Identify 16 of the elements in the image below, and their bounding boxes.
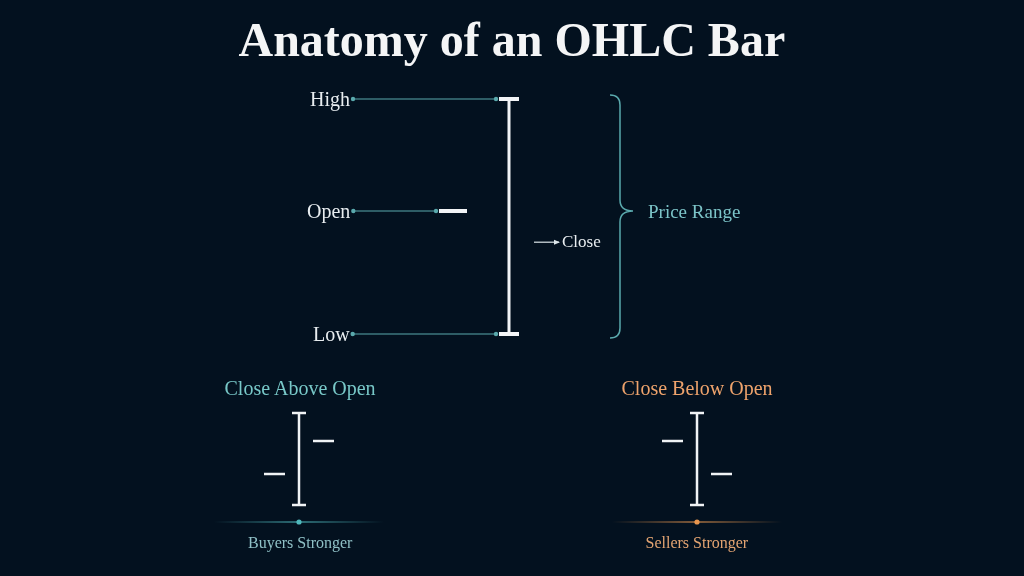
- price-bar: [499, 97, 519, 336]
- leader-line: [351, 208, 439, 214]
- caption: Sellers Stronger: [645, 532, 749, 552]
- leader-arrow: [533, 239, 560, 245]
- caption: Buyers Stronger: [248, 532, 353, 552]
- price-label: High: [310, 87, 350, 111]
- section-heading: Close Above Open: [224, 376, 376, 400]
- section-heading: Close Below Open: [621, 376, 773, 400]
- price-label: Low: [313, 322, 350, 346]
- range-label: Price Range: [648, 200, 741, 224]
- leader-line: [350, 331, 499, 337]
- open-tick: [439, 209, 467, 213]
- leader-line: [350, 96, 499, 102]
- price-label: Close: [562, 232, 601, 253]
- title: Anatomy of an OHLC Bar: [238, 12, 786, 68]
- price-label: Open: [307, 199, 351, 223]
